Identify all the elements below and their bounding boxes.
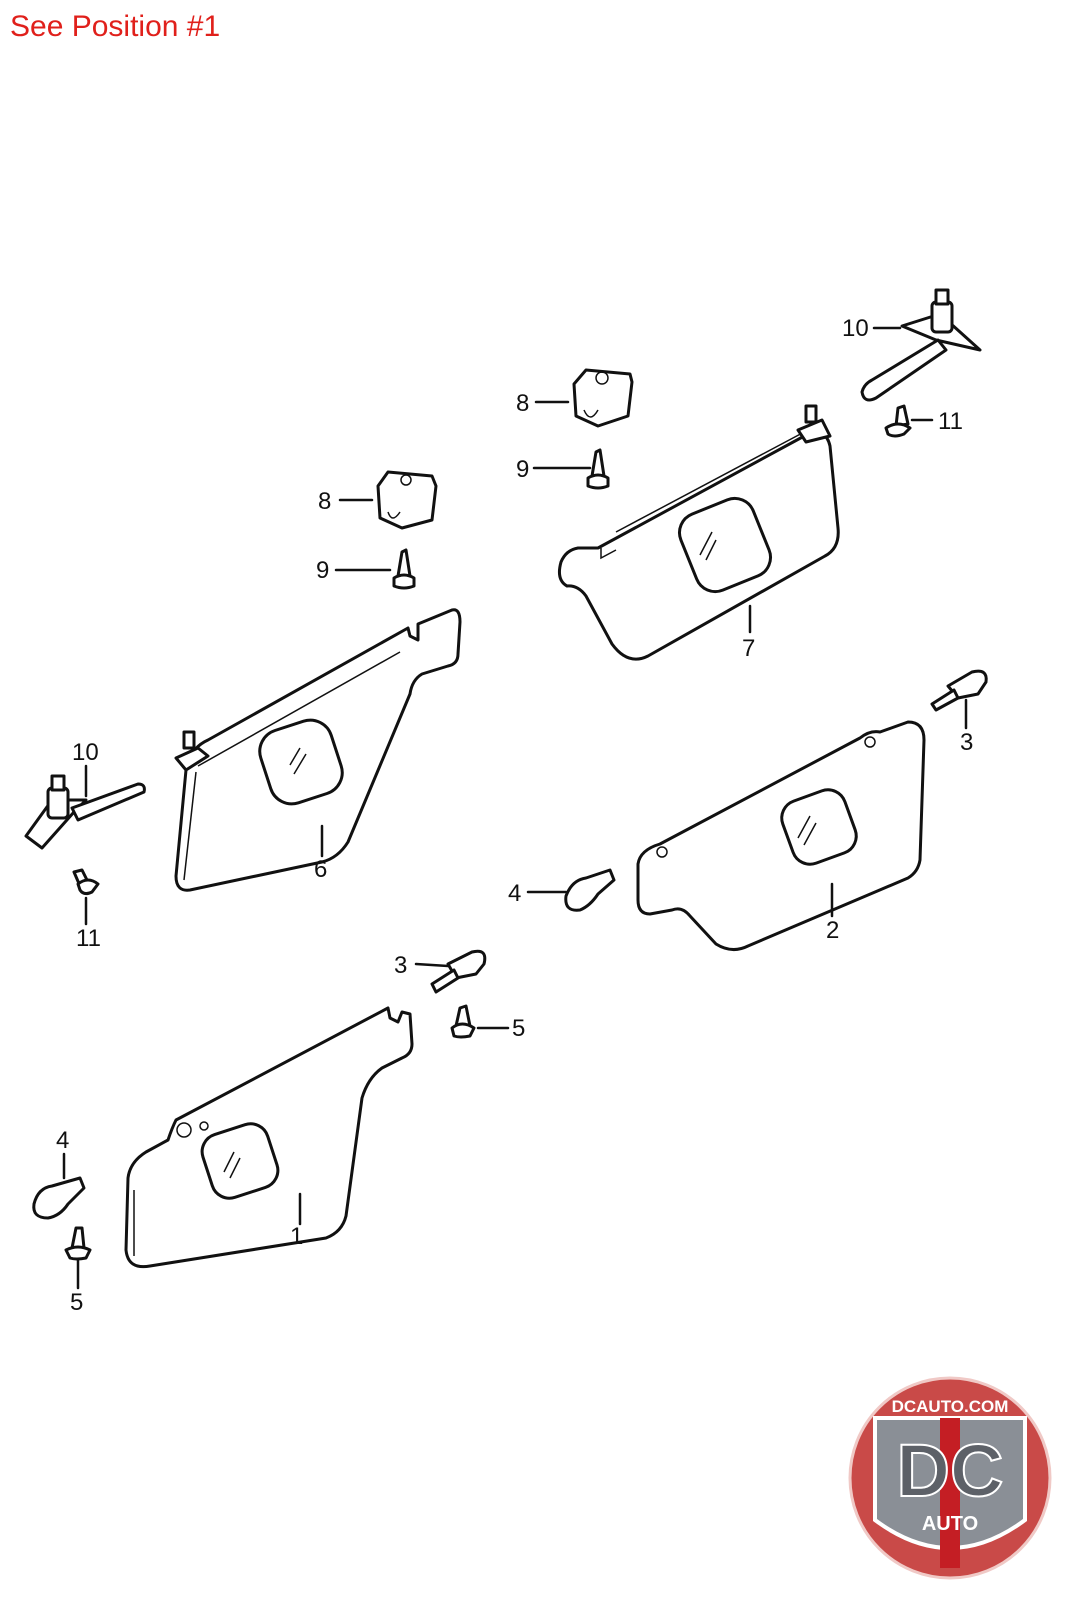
hook-3-right bbox=[930, 669, 988, 712]
sun-visor-7 bbox=[558, 404, 840, 661]
callout-3-right: 3 bbox=[960, 729, 973, 756]
callout-9-left: 9 bbox=[316, 557, 329, 584]
screw-11-left bbox=[72, 868, 100, 896]
logo-sub-text: AUTO bbox=[922, 1513, 978, 1535]
clip-4-middle bbox=[564, 868, 616, 912]
dcauto-logo: DCAUTO.COM DC AUTO bbox=[848, 1376, 1052, 1580]
clip-4-left bbox=[32, 1176, 86, 1220]
callout-7: 7 bbox=[742, 635, 755, 662]
callout-10-left: 10 bbox=[72, 739, 99, 766]
screw-5-left bbox=[64, 1226, 92, 1261]
callout-8-left: 8 bbox=[318, 488, 331, 515]
callout-1: 1 bbox=[290, 1223, 303, 1250]
sun-visor-6 bbox=[174, 608, 462, 892]
mount-10-right bbox=[860, 288, 982, 402]
callout-6: 6 bbox=[314, 856, 327, 883]
sun-visor-2 bbox=[636, 720, 926, 951]
logo-letters: DC bbox=[897, 1429, 1004, 1512]
callout-10-right: 10 bbox=[842, 315, 869, 342]
logo-top-text: DCAUTO.COM bbox=[892, 1397, 1009, 1416]
screw-9-right bbox=[586, 448, 610, 490]
callout-4-left: 4 bbox=[56, 1127, 69, 1154]
screw-5-middle bbox=[450, 1004, 476, 1039]
callout-11-right: 11 bbox=[938, 408, 963, 435]
callout-4-middle: 4 bbox=[508, 880, 521, 907]
screw-11-right bbox=[884, 404, 912, 438]
callout-11-left: 11 bbox=[76, 925, 101, 952]
leader-lines bbox=[62, 326, 968, 1290]
screw-9-left bbox=[392, 548, 416, 590]
bracket-8-left bbox=[376, 470, 438, 530]
hook-3-middle bbox=[430, 949, 487, 994]
mount-10-left bbox=[24, 774, 146, 850]
page-title: See Position #1 bbox=[10, 10, 221, 43]
callout-5-middle: 5 bbox=[512, 1015, 525, 1042]
callout-8-right: 8 bbox=[516, 390, 529, 417]
callout-3-middle: 3 bbox=[394, 952, 407, 979]
callout-labels: 1 2 3 3 4 4 5 5 6 7 8 8 9 9 10 10 11 11 bbox=[56, 315, 973, 1316]
callout-9-right: 9 bbox=[516, 456, 529, 483]
callout-5-left: 5 bbox=[70, 1289, 83, 1316]
callout-2: 2 bbox=[826, 917, 839, 944]
bracket-8-right bbox=[572, 368, 634, 428]
sun-visor-1 bbox=[124, 1006, 414, 1269]
